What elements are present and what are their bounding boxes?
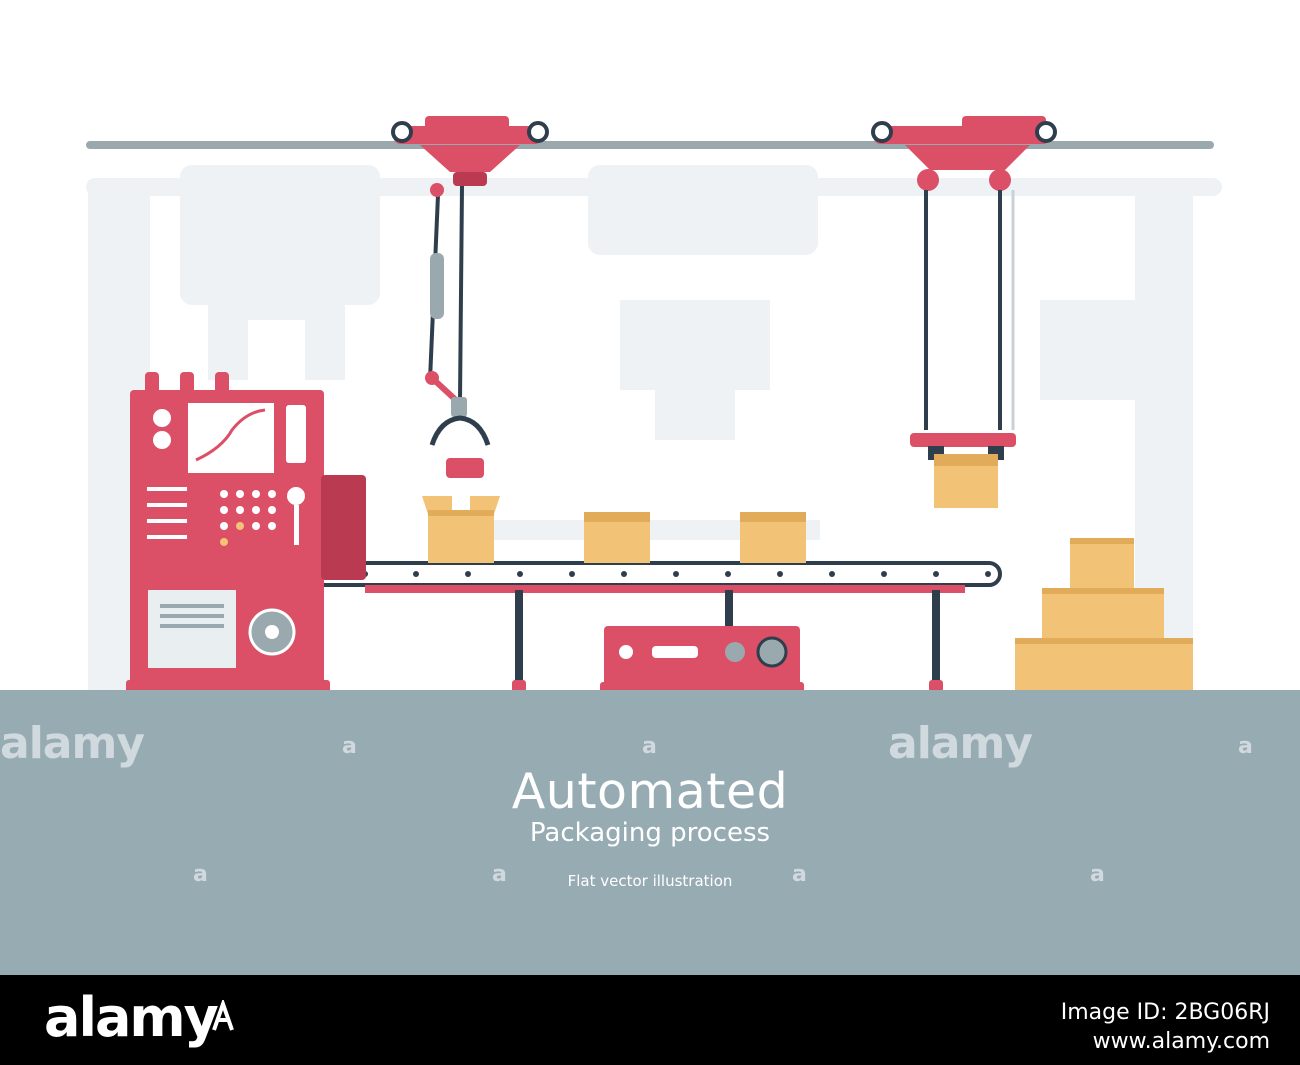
watermark: alamy [888,718,1033,769]
left-gripper-arm [391,116,549,478]
watermark-glyph: a [193,862,208,887]
right-tray-arm [871,116,1057,508]
factory-scene [86,116,1222,694]
footer-url[interactable]: www.alamy.com [1092,1029,1270,1054]
watermark-glyph: a [1090,862,1105,887]
image-id: Image ID: 2BG06RJ [1060,1000,1270,1025]
stacked-boxes [1015,538,1193,690]
watermark-glyph: a [1238,734,1253,759]
watermark-glyph: a [492,862,507,887]
illustration-subtitle: Packaging process [529,818,771,848]
watermark: alamy [0,718,145,769]
footer-info: Image ID: 2BG06RJ www.alamy.com [940,1000,1270,1054]
watermark-glyph: a [342,734,357,759]
boxes-on-belt [422,496,806,563]
watermark-glyph: a [642,734,657,759]
watermark-glyph: a [792,862,807,887]
illustration-title: Automated [511,763,789,820]
floor [0,690,1300,975]
illustration-caption: Flat vector illustration [567,872,733,890]
alamy-a-icon [212,1000,234,1031]
motor-box [600,626,804,694]
control-machine [126,372,366,694]
footer-logo[interactable]: alamy [44,986,219,1049]
